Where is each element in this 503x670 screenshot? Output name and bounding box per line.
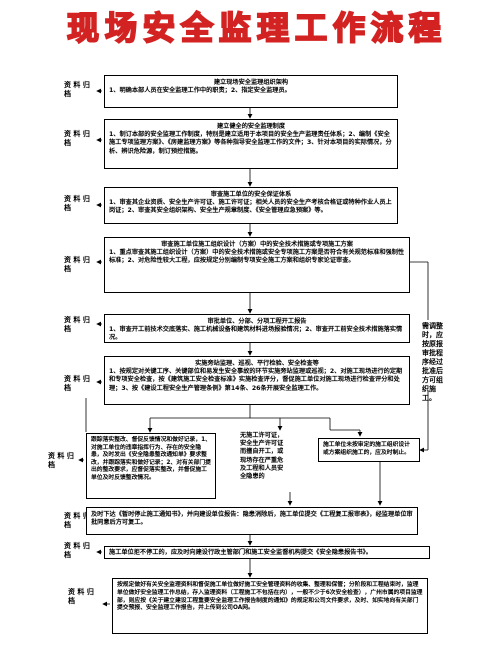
step-text: 1、按规定对关键工序、关键部位和易发生安全事故的环节实施旁站监理或巡视；2、对施… bbox=[109, 368, 403, 392]
title-char: 流 bbox=[370, 8, 404, 48]
step-text: 1、审查开工前技术交底落实、施工机械设备和建筑材料进场报验情况；2、审查开工前安… bbox=[109, 326, 403, 342]
step-box: 审批单位、分部、分项工程开工报告 1、审查开工前技术交底落实、施工机械设备和建筑… bbox=[104, 314, 410, 343]
stop-work-box: 及时下达《暂时停止施工通知书》，并向建设单位报告：隐患消除后，施工单位提交《工程… bbox=[86, 507, 418, 535]
adjustment-note: 需调整时，应按原报审批程序经过批准后方可组织施工。 bbox=[422, 322, 443, 402]
title-char: 工 bbox=[294, 8, 328, 48]
step-box: 审查施工单位的安全保证体系 1、审查其企业资质、安全生产许可证、施工许可证；相关… bbox=[104, 187, 398, 224]
step-text: 1、明确本部人员在安全监理工作中的职责；2、指定安全监理员。 bbox=[109, 87, 291, 95]
title-char: 场 bbox=[104, 8, 138, 48]
report-box: 施工单位拒不停工的，应及时向建设行政主管部门和施工安全监督机构提交《安全隐患报告… bbox=[104, 546, 430, 559]
title-char: 理 bbox=[256, 8, 290, 48]
step-heading: 审查施工单位的安全保证体系 bbox=[210, 191, 292, 198]
step-text: 1、重点审查其施工组织设计（方案）中的安全技术措施或安全专项施工方案是否符合有关… bbox=[109, 249, 405, 265]
violation-note: 无施工许可证，安全生产许可证而擅自开工，或现场存在严重危及工程和人员安全隐患的 bbox=[240, 432, 284, 481]
step-heading: 审查施工单位施工组织设计（方案）中的安全技术措施或专项施工方案 bbox=[161, 241, 353, 248]
rectification-box: 跟踪落实整改、督促反馈情况和做好记录，1、对施工单位的违章指挥行为、存在的安全隐… bbox=[86, 433, 216, 499]
title-char: 作 bbox=[332, 8, 366, 48]
archive-label: 资 料 归 档 bbox=[64, 256, 90, 273]
archive-label: 资 料 归 档 bbox=[64, 316, 90, 333]
step-box: 实施旁站监理、巡视、平行检验、安全检查等 1、按规定对关键工序、关键部位和易发生… bbox=[104, 356, 410, 405]
final-archive-box: 按规定做好有关安全监理资料和督促施工单位做好施工安全管理资料的收集、整理和保管；… bbox=[112, 578, 428, 634]
archive-label: 资 料 归 档 bbox=[64, 81, 90, 98]
step-box: 审查施工单位施工组织设计（方案）中的安全技术措施或专项施工方案 1、重点审查其施… bbox=[104, 237, 410, 293]
archive-label: 资 料 归 档 bbox=[64, 195, 90, 212]
unauthorized-construction-box: 施工单位未按审定的施工组织设计或方案组织施工的，应及时制止。 bbox=[318, 438, 420, 462]
title-char: 全 bbox=[180, 8, 214, 48]
step-box: 建立现场安全监理组织架构 1、明确本部人员在安全监理工作中的职责；2、指定安全监… bbox=[104, 75, 398, 108]
final-archive-text: 按规定做好有关安全监理资料和督促施工单位做好施工安全管理资料的收集、整理和保管；… bbox=[117, 582, 423, 612]
rectification-text: 跟踪落实整改、督促反馈情况和做好记录，1、对施工单位的违章指挥行为、存在的安全隐… bbox=[91, 437, 211, 481]
title-char: 现 bbox=[66, 8, 100, 48]
title-char: 安 bbox=[142, 8, 176, 48]
archive-label: 资 料 归 档 bbox=[48, 452, 74, 469]
archive-label: 资 料 归 档 bbox=[64, 130, 90, 147]
step-box: 建立健全的安全监理制度 1、制订本部的安全监理工作制度，特别是建立适用于本项目的… bbox=[104, 119, 398, 169]
title-char: 监 bbox=[218, 8, 252, 48]
step-heading: 建立现场安全监理组织架构 bbox=[213, 79, 289, 86]
stop-work-text: 及时下达《暂时停止施工通知书》，并向建设单位报告：隐患消除后，施工单位提交《工程… bbox=[91, 511, 413, 527]
report-text: 施工单位拒不停工的，应及时向建设行政主管部门和施工安全监督机构提交《安全隐患报告… bbox=[109, 549, 372, 556]
step-text: 1、审查其企业资质、安全生产许可证、施工许可证；相关人员的安全生产考核合格证或特… bbox=[109, 199, 392, 215]
archive-label: 资 料 归 档 bbox=[68, 588, 94, 605]
step-heading: 实施旁站监理、巡视、平行检验、安全检查等 bbox=[195, 360, 319, 367]
page-title: 现 场 安 全 监 理 工 作 流 程 bbox=[0, 8, 503, 48]
unauthorized-construction-text: 施工单位未按审定的施工组织设计或方案组织施工的，应及时制止。 bbox=[323, 442, 410, 456]
step-heading: 审批单位、分部、分项工程开工报告 bbox=[207, 318, 307, 325]
archive-label: 资 料 归 档 bbox=[64, 512, 90, 529]
step-heading: 建立健全的安全监理制度 bbox=[216, 123, 286, 130]
archive-label: 资 料 归 档 bbox=[64, 542, 90, 559]
title-char: 程 bbox=[408, 8, 442, 48]
step-text: 1、制订本部的安全监理工作制度，特别是建立适用于本项目的安全生产监理责任体系；2… bbox=[109, 131, 392, 155]
archive-label: 资 料 归 档 bbox=[64, 375, 90, 392]
